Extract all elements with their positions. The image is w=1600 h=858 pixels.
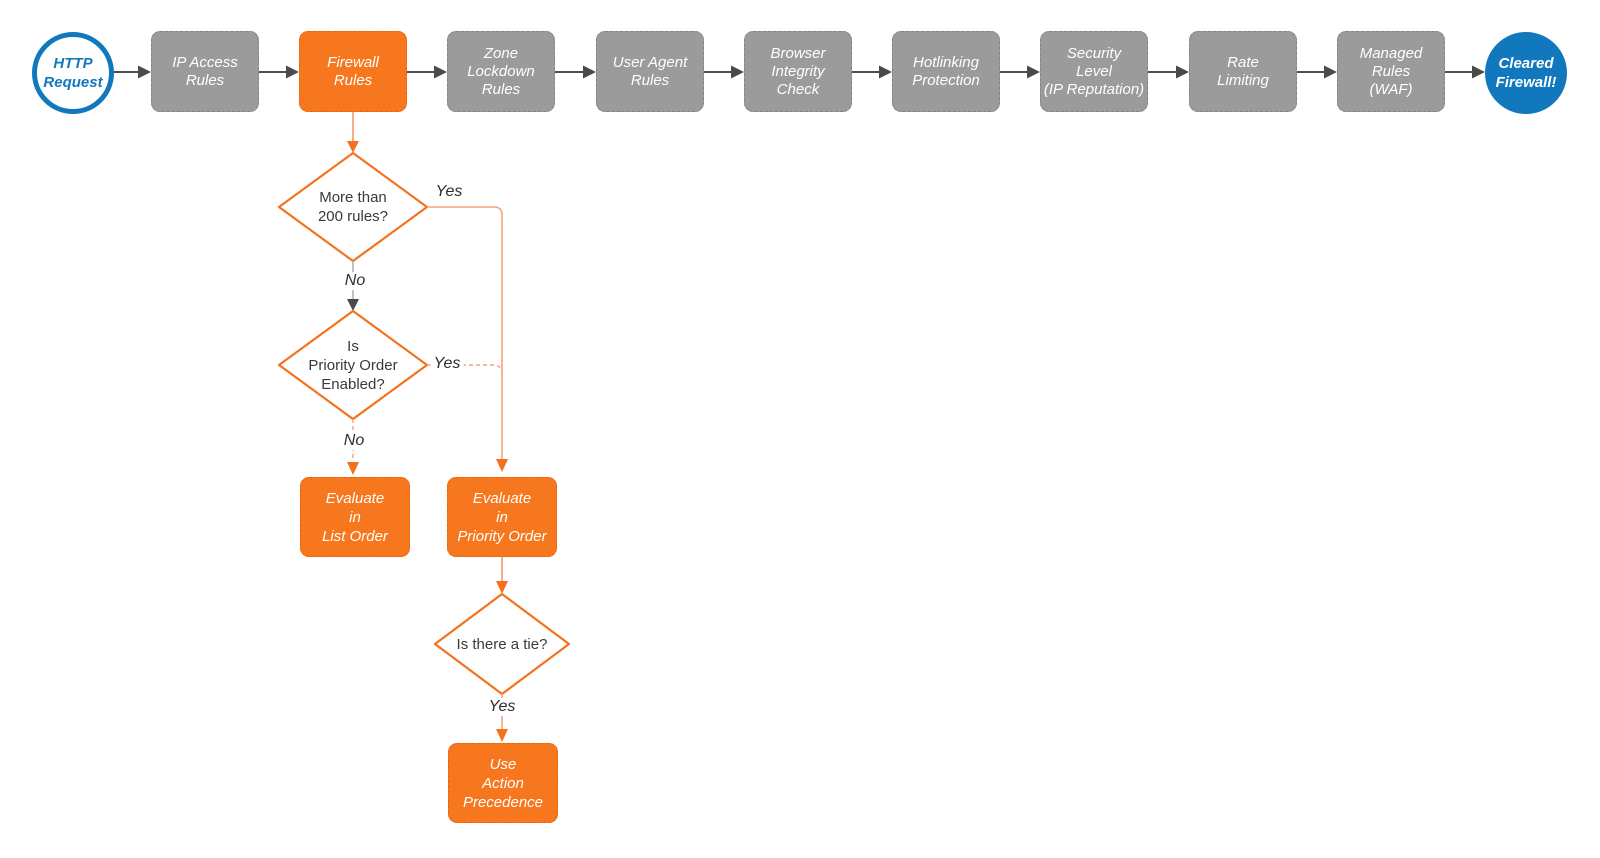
arrowhead-right-icon <box>1324 65 1337 79</box>
arrowhead-right-icon <box>434 65 447 79</box>
arrowhead-down-icon <box>496 459 508 472</box>
arrowhead-right-icon <box>583 65 596 79</box>
arrowhead-right-icon <box>138 65 151 79</box>
arrowhead-down-icon <box>347 299 359 311</box>
arrowhead-right-icon <box>286 65 299 79</box>
node-browser-integrity-check: Browser Integrity Check <box>744 31 852 112</box>
node-cleared-firewall-label: Cleared Firewall! <box>1495 55 1557 91</box>
action-label: Evaluate in Priority Order <box>457 489 547 545</box>
edge-d1-yes <box>427 206 508 472</box>
stage-label: Security Level (IP Reputation) <box>1043 44 1145 98</box>
arrowhead-right-icon <box>1027 65 1040 79</box>
node-security-level: Security Level (IP Reputation) <box>1040 31 1148 112</box>
arrowhead-down-icon <box>347 141 359 153</box>
node-firewall-rules: Firewall Rules <box>299 31 407 112</box>
stage-label: Firewall Rules <box>327 53 379 89</box>
arrowhead-down-icon <box>496 729 508 742</box>
stage-label: User Agent Rules <box>612 53 688 89</box>
stage-label: Managed Rules (WAF) <box>1359 44 1423 98</box>
node-cleared-firewall: Cleared Firewall! <box>1485 32 1567 114</box>
arrowhead-right-icon <box>879 65 892 79</box>
edge-line <box>427 206 503 459</box>
node-evaluate-list-order: Evaluate in List Order <box>300 477 410 557</box>
node-use-action-precedence: Use Action Precedence <box>448 743 558 823</box>
decision-text-tie: Is there a tie? <box>456 636 548 653</box>
arrowhead-down-icon <box>347 462 359 475</box>
node-http-request: HTTP Request <box>32 32 114 114</box>
edge-priority-to-d3 <box>496 557 508 594</box>
decision-text-more-than-200: More than 200 rules? <box>317 189 389 225</box>
stage-label: Hotlinking Protection <box>912 53 980 89</box>
edge-label-d3-yes: Yes <box>485 698 519 716</box>
edge-label-d1-no: No <box>341 272 369 290</box>
arrowhead-down-icon <box>496 581 508 594</box>
edge-label-d2-no: No <box>340 432 368 450</box>
node-evaluate-priority-order: Evaluate in Priority Order <box>447 477 557 557</box>
arrowhead-right-icon <box>731 65 744 79</box>
node-ip-access-rules: IP Access Rules <box>151 31 259 112</box>
action-label: Use Action Precedence <box>462 755 544 811</box>
action-label: Evaluate in List Order <box>322 489 388 545</box>
stage-label: IP Access Rules <box>172 53 238 89</box>
edge-firewall-to-d1 <box>347 112 359 153</box>
stage-label: Zone Lockdown Rules <box>467 44 535 98</box>
node-zone-lockdown-rules: Zone Lockdown Rules <box>447 31 555 112</box>
arrowhead-right-icon <box>1176 65 1189 79</box>
node-managed-rules-waf: Managed Rules (WAF) <box>1337 31 1445 112</box>
node-http-request-label: HTTP Request <box>43 55 103 91</box>
decision-text-priority-enabled: Is Priority Order Enabled? <box>308 338 398 393</box>
node-hotlinking-protection: Hotlinking Protection <box>892 31 1000 112</box>
node-user-agent-rules: User Agent Rules <box>596 31 704 112</box>
node-rate-limiting: Rate Limiting <box>1189 31 1297 112</box>
edge-label-d1-yes: Yes <box>432 183 466 201</box>
stage-label: Rate Limiting <box>1217 53 1269 89</box>
stage-label: Browser Integrity Check <box>770 44 826 98</box>
arrowhead-right-icon <box>1472 65 1485 79</box>
edge-label-d2-yes: Yes <box>430 355 464 373</box>
